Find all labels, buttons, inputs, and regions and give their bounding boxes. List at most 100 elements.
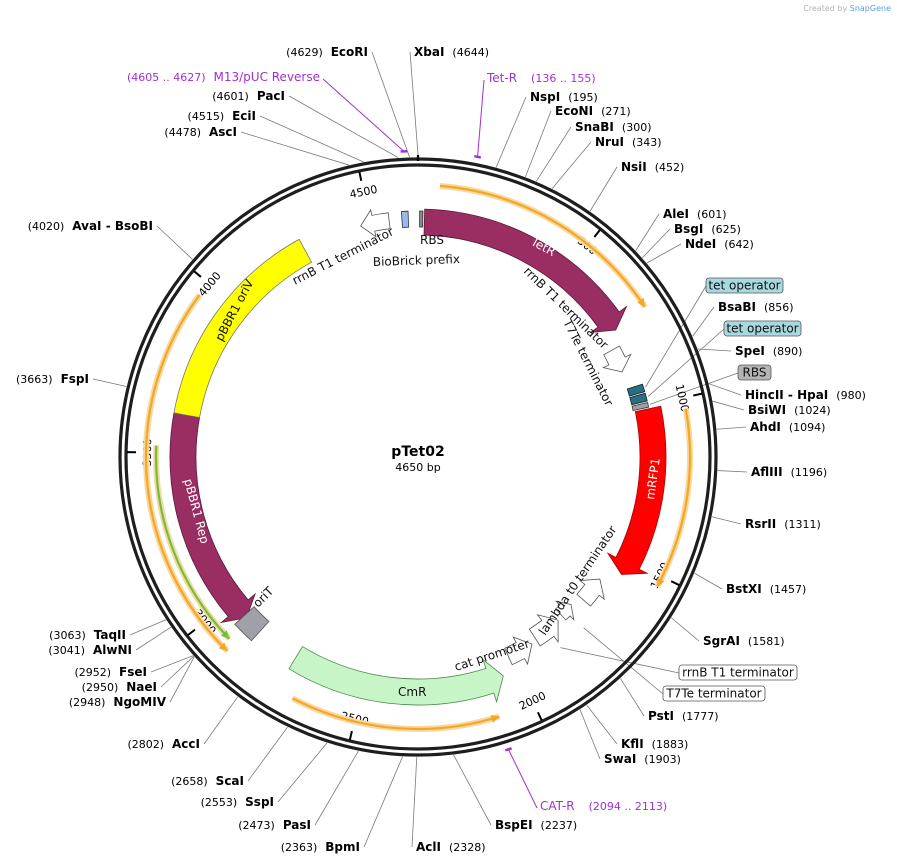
enzyme-leader xyxy=(411,756,418,848)
callout-text: tet operator xyxy=(726,322,798,336)
enzyme-position: (4644) xyxy=(452,46,489,59)
callout-box xyxy=(723,320,802,337)
enzyme-name: NdeI xyxy=(685,237,716,251)
enzyme-position: (452) xyxy=(655,161,685,174)
enzyme-leader xyxy=(694,572,723,590)
enzyme-site-label: BspEI(2237) xyxy=(495,818,577,832)
enzyme-site-label: (4629) EcoRI xyxy=(286,45,368,59)
enzyme-site-label: (4601) PacI xyxy=(212,89,285,103)
orf-rep xyxy=(144,294,229,652)
enzyme-leader xyxy=(169,656,195,703)
primer-label: (4605 .. 4627)M13/pUC Reverse xyxy=(127,70,320,84)
feature-rbs-top xyxy=(400,210,410,228)
enzyme-site-label: SgrAI(1581) xyxy=(703,634,784,648)
tick-mark xyxy=(670,580,680,587)
enzyme-name: PacI xyxy=(257,89,285,103)
enzyme-position: (4601) xyxy=(212,90,249,103)
enzyme-name: EcoRI xyxy=(331,45,368,59)
enzyme-leader xyxy=(129,619,167,636)
enzyme-name: EciI xyxy=(232,109,256,123)
enzyme-name: PasI xyxy=(283,818,311,832)
enzyme-name: SnaBI xyxy=(575,120,614,134)
enzyme-leader xyxy=(646,243,682,264)
primer-name: Tet-R xyxy=(486,71,517,85)
enzyme-name: HincII - HpaI xyxy=(745,388,828,402)
enzyme-leader xyxy=(92,378,127,387)
tick-label: 1000 xyxy=(673,383,692,413)
enzyme-site-label: KflI(1883) xyxy=(621,737,688,751)
enzyme-position: (1903) xyxy=(644,753,681,766)
enzyme-position: (1457) xyxy=(770,583,807,596)
enzyme-position: (2658) xyxy=(171,775,208,788)
callout-leader xyxy=(649,372,739,405)
enzyme-leader xyxy=(156,225,193,260)
orf-rep-green-head xyxy=(220,630,230,639)
tick-mark xyxy=(193,270,202,278)
enzyme-name: BsiWI xyxy=(748,403,786,417)
tick-mark xyxy=(187,628,196,636)
primer-label: Tet-R(136 .. 155) xyxy=(486,71,596,85)
enzyme-leader xyxy=(371,51,410,158)
primer-mark xyxy=(474,154,482,159)
primer-leader xyxy=(477,79,485,157)
enzyme-leader xyxy=(314,750,359,826)
orf-mRFP1-head xyxy=(657,577,665,587)
enzyme-site-label: AhdI(1094) xyxy=(750,420,825,434)
enzyme-name: BstXI xyxy=(726,582,762,596)
enzyme-leader xyxy=(288,95,399,159)
enzyme-name: FspI xyxy=(61,372,89,386)
enzyme-leader xyxy=(160,655,194,688)
enzyme-site-label: AclI(2328) xyxy=(416,840,486,854)
callout-text: T7Te terminator xyxy=(665,687,761,701)
enzyme-position: (4478) xyxy=(164,126,201,139)
enzyme-leader xyxy=(671,617,700,642)
enzyme-site-label: (2553)SspI xyxy=(201,795,274,809)
enzyme-name: AvaI - BsoBI xyxy=(72,219,153,233)
feature-oriT xyxy=(234,606,270,642)
enzyme-leader xyxy=(708,383,742,396)
enzyme-site-label: NspI(195) xyxy=(530,90,598,104)
credit-brand: SnapGene xyxy=(849,4,891,13)
enzyme-site-label: XbaI(4644) xyxy=(414,45,489,59)
callout-box xyxy=(737,364,772,381)
enzyme-name: TaqII xyxy=(94,628,126,642)
feature-oriV xyxy=(173,238,313,418)
enzyme-leader xyxy=(717,470,748,473)
enzyme-leader xyxy=(525,110,552,178)
enzyme-leader xyxy=(551,141,592,189)
enzyme-leader xyxy=(495,96,527,168)
enzyme-position: (2948) xyxy=(69,696,106,709)
enzyme-leader xyxy=(716,426,747,430)
label-lambda-t0: lambda t0 terminator xyxy=(536,523,620,638)
tick-label: 2000 xyxy=(517,689,548,713)
primer-mark xyxy=(504,747,512,752)
enzyme-position: (4629) xyxy=(286,46,323,59)
primer-leader xyxy=(507,749,538,809)
tick-mark xyxy=(693,392,703,397)
enzyme-leader xyxy=(240,131,350,166)
primer-label: CAT-R(2094 .. 2113) xyxy=(540,799,667,813)
enzyme-position: (642) xyxy=(724,238,754,251)
primer-range: (2094 .. 2113) xyxy=(589,800,668,813)
enzyme-name: AleI xyxy=(663,207,689,221)
enzyme-leader xyxy=(642,228,671,259)
enzyme-site-label: (2948) NgoMIV xyxy=(69,695,167,709)
enzyme-name: KflI xyxy=(621,737,644,751)
enzyme-name: AlwNI xyxy=(93,643,132,657)
enzyme-leader xyxy=(409,51,419,158)
callout-leader xyxy=(645,285,707,388)
label-mRFP1: mRFP1 xyxy=(643,457,663,500)
orf-mRFP1 xyxy=(656,408,692,588)
enzyme-position: (1196) xyxy=(791,466,828,479)
enzyme-leader xyxy=(150,655,194,673)
enzyme-leader xyxy=(277,742,328,803)
enzyme-position: (2952) xyxy=(74,666,111,679)
label-cmr: CmR xyxy=(398,685,426,699)
enzyme-site-label: (3041)AlwNI xyxy=(48,643,132,657)
enzyme-position: (2473) xyxy=(238,819,275,832)
enzyme-name: NgoMIV xyxy=(113,695,166,709)
enzyme-site-label: SwaI(1903) xyxy=(604,752,681,766)
label-oriT: oriT xyxy=(250,584,277,611)
feature-tetR xyxy=(423,208,628,333)
feature-term-tetR xyxy=(602,345,632,373)
